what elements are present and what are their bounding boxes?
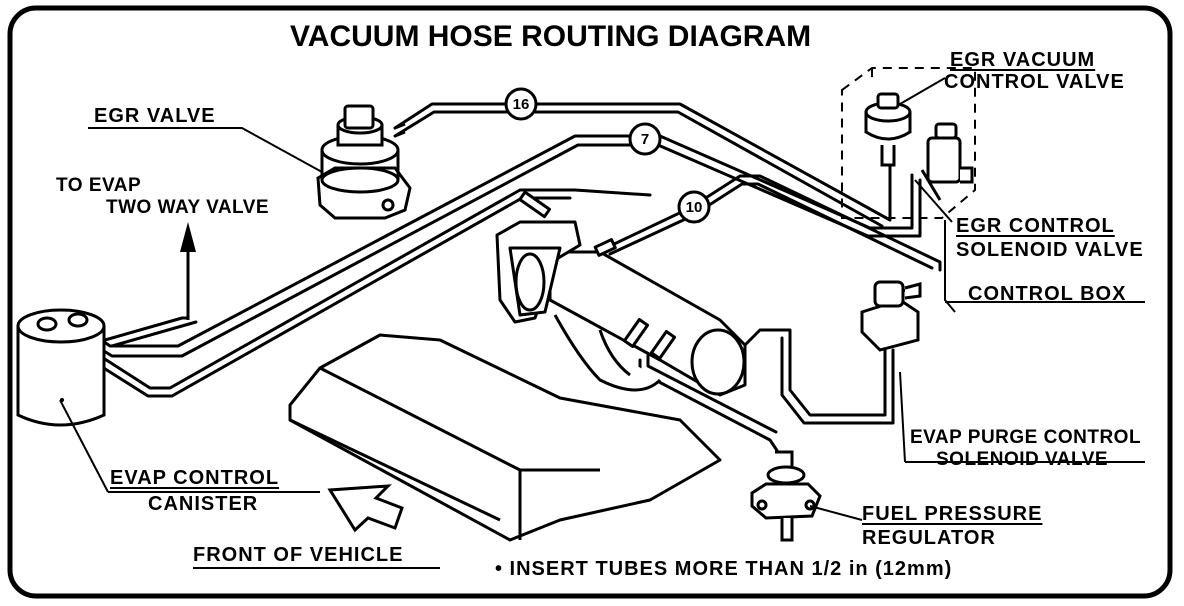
hose-7-circle: 7	[628, 122, 662, 156]
label-to-evap-line1: TO EVAP	[56, 175, 142, 196]
label-egr-valve: EGR VALVE	[94, 105, 216, 127]
label-evap-purge-line1: EVAP PURGE CONTROL	[910, 427, 1142, 448]
label-egr-control-line1: EGR CONTROL	[956, 215, 1115, 237]
hose-16	[393, 102, 892, 222]
note-insert-tubes: • INSERT TUBES MORE THAN 1/2 in (12mm)	[495, 558, 953, 580]
hose-16-number: 16	[513, 96, 530, 113]
fuel-pressure-regulator-drawing	[750, 450, 822, 542]
hose-10-number: 10	[686, 199, 703, 216]
label-fuel-pressure-line2: REGULATOR	[862, 527, 996, 549]
label-to-evap-line2: TWO WAY VALVE	[106, 197, 270, 218]
label-evap-canister-line1: EVAP CONTROL	[110, 467, 280, 489]
evap-arrow	[180, 222, 196, 252]
label-evap-canister-line2: CANISTER	[148, 493, 259, 515]
outer-border	[7, 5, 1173, 599]
label-control-box: CONTROL BOX	[968, 283, 1127, 305]
diagram-title: VACUUM HOSE ROUTING DIAGRAM	[290, 20, 812, 53]
hose-10-circle: 10	[677, 190, 711, 224]
label-egr-vacuum-line1: EGR VACUUM	[950, 49, 1096, 71]
egr-vacuum-control-valve-drawing	[864, 92, 912, 167]
hose-7-number: 7	[641, 131, 649, 148]
evap-purge-solenoid-drawing	[860, 280, 922, 352]
label-egr-vacuum-line2: CONTROL VALVE	[944, 71, 1125, 93]
hose-10	[608, 174, 942, 272]
label-evap-purge-line2: SOLENOID VALVE	[936, 449, 1109, 470]
hose-7	[68, 134, 914, 348]
evap-canister-drawing	[16, 308, 106, 427]
hose-16-circle: 16	[504, 87, 538, 121]
egr-valve-drawing	[316, 104, 412, 220]
label-fuel-pressure-line1: FUEL PRESSURE	[862, 503, 1043, 525]
label-front-of-vehicle: FRONT OF VEHICLE	[193, 544, 404, 566]
label-egr-control-line2: SOLENOID VALVE	[956, 239, 1144, 261]
control-box-outline	[841, 67, 976, 219]
egr-control-solenoid-drawing	[920, 122, 974, 201]
intake-manifold-drawing	[288, 190, 747, 542]
front-arrow	[327, 484, 404, 533]
leader-lines	[59, 77, 1145, 569]
